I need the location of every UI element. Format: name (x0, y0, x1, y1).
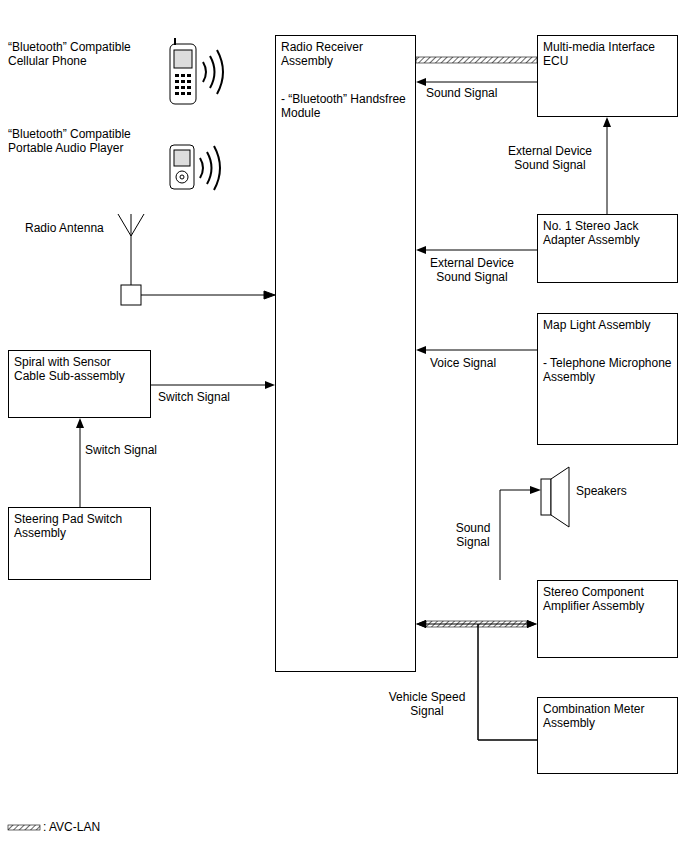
node-title: Radio Receiver Assembly (281, 40, 410, 68)
signal-label: External Device Sound Signal (420, 256, 524, 284)
antenna-symbol (118, 214, 275, 305)
antenna-label: Radio Antenna (25, 221, 104, 235)
node-title: Steering Pad Switch Assembly (14, 512, 145, 540)
ecu-box: Multi-media Interface ECU (537, 35, 678, 117)
legend-sample (8, 825, 40, 830)
audio-player-icon (170, 145, 220, 190)
signal-label: Switch Signal (158, 390, 230, 404)
node-title: Combination Meter Assembly (543, 702, 672, 730)
avc-lan-bus (416, 57, 537, 63)
node-title: Multi-media Interface ECU (543, 40, 672, 68)
signal-arrow (603, 117, 611, 214)
node-title: Spiral with Sensor Cable Sub-assembly (14, 355, 145, 383)
signal-arrow (478, 620, 537, 740)
signal-arrow (76, 418, 84, 507)
device-label: “Bluetooth” Compatible Portable Audio Pl… (8, 127, 158, 155)
spiral-cable-box: Spiral with Sensor Cable Sub-assembly (8, 350, 151, 418)
signal-arrow (416, 246, 537, 254)
node-subtitle: - “Bluetooth” Handsfree Module (281, 92, 410, 120)
jack-adapter-box: No. 1 Stereo Jack Adapter Assembly (537, 214, 678, 283)
receiver-box: Radio Receiver Assembly - “Bluetooth” Han… (275, 35, 416, 672)
node-title: Stereo Component Amplifier Assembly (543, 585, 672, 613)
meter-box: Combination Meter Assembly (537, 697, 678, 774)
signal-label: Sound Signal (449, 521, 497, 549)
speaker-symbol (541, 467, 569, 527)
speaker-label: Speakers (576, 484, 627, 498)
signal-label: Voice Signal (430, 356, 496, 370)
signal-arrow (416, 78, 537, 86)
signal-label: External Device Sound Signal (498, 144, 602, 172)
amplifier-box: Stereo Component Amplifier Assembly (537, 580, 678, 658)
signal-arrow (416, 346, 537, 354)
switch-box: Steering Pad Switch Assembly (8, 507, 151, 580)
signal-arrow (416, 620, 537, 740)
sound-line (500, 486, 541, 580)
signal-label: Switch Signal (85, 443, 157, 457)
node-title: Map Light Assembly (543, 318, 672, 332)
node-title: No. 1 Stereo Jack Adapter Assembly (543, 219, 672, 247)
map-light-box: Map Light Assembly - Telephone Microphone… (537, 313, 678, 445)
signal-label: Vehicle Speed Signal (380, 690, 474, 718)
legend-text: : AVC-LAN (43, 820, 100, 834)
signal-label: Sound Signal (426, 86, 497, 100)
cellular-phone-icon (170, 38, 223, 104)
device-label: “Bluetooth” Compatible Cellular Phone (8, 40, 158, 68)
signal-arrow (151, 381, 275, 389)
node-subtitle: - Telephone Microphone Assembly (543, 356, 672, 384)
